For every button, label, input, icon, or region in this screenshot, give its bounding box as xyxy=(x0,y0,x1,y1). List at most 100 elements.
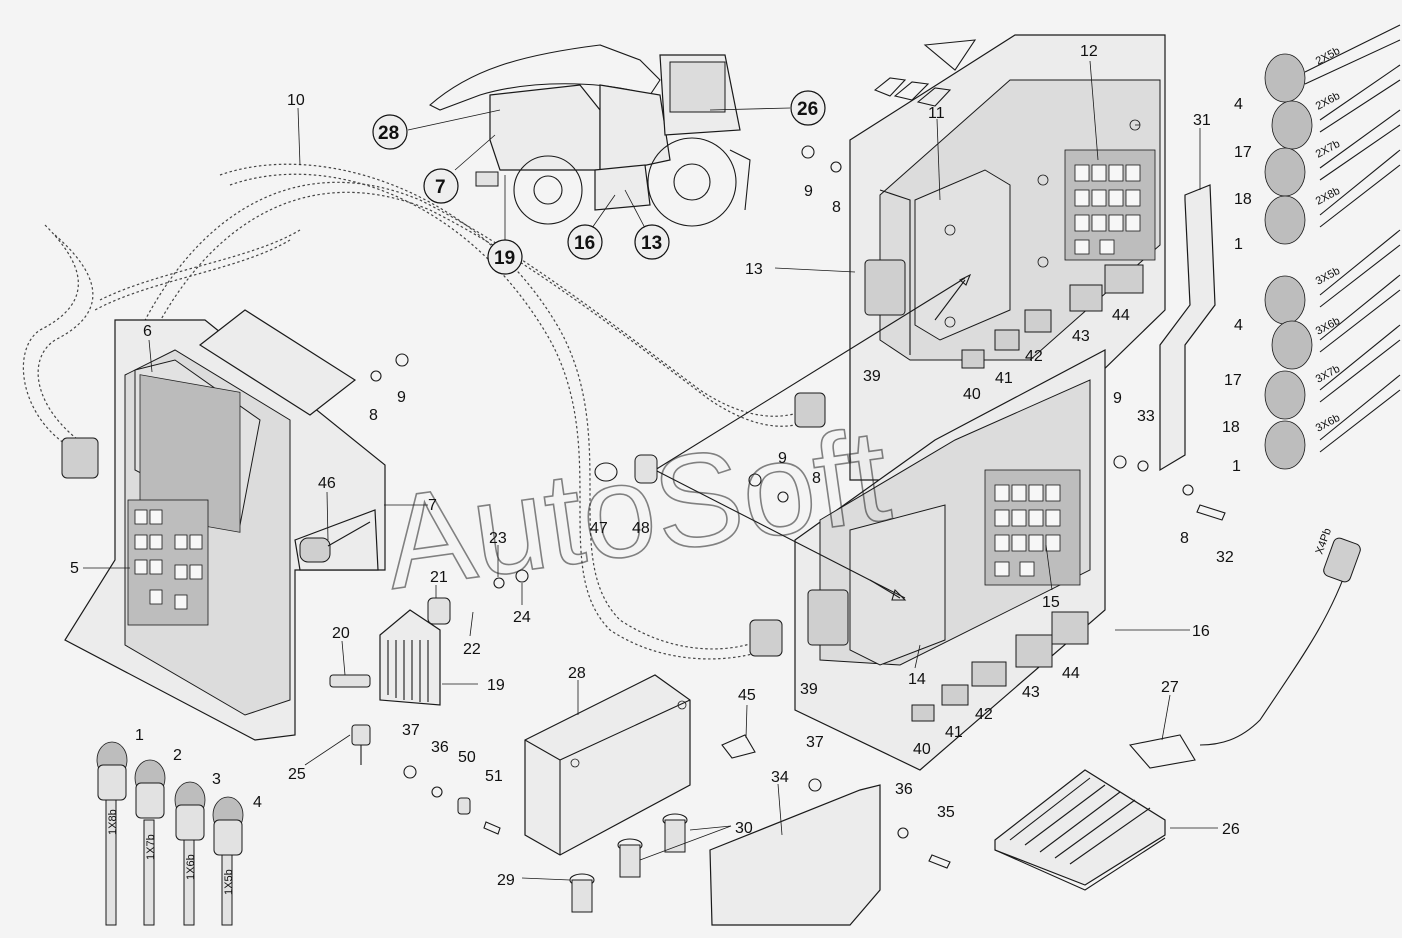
callout-36-b: 36 xyxy=(895,781,913,798)
callout-13-circled: 13 xyxy=(641,233,662,254)
module-19 xyxy=(329,597,451,706)
callout-27: 27 xyxy=(1161,679,1179,696)
tag-3x6b-2: 3X6b xyxy=(1314,412,1342,435)
callout-19: 19 xyxy=(487,677,505,694)
callout-37-b: 37 xyxy=(806,734,824,751)
module-26 xyxy=(994,769,1166,891)
harness-connector xyxy=(794,392,826,428)
harness-connector xyxy=(749,619,783,657)
callout-39-a: 39 xyxy=(863,368,881,385)
callout-17-a: 17 xyxy=(1234,144,1252,161)
wiring-harness xyxy=(22,163,819,660)
callout-20: 20 xyxy=(332,625,350,642)
callout-1-c: 1 xyxy=(135,727,144,744)
numeric-callouts: 10 6 5 46 7 8 9 9 8 11 12 13 39 40 41 42… xyxy=(70,43,1252,889)
callout-5: 5 xyxy=(70,560,79,577)
callout-26-circled: 26 xyxy=(797,99,818,120)
relay-block-15 xyxy=(994,484,1061,577)
tag-2x6b: 2X6b xyxy=(1314,90,1342,113)
callout-9-b: 9 xyxy=(804,183,813,200)
callout-25: 25 xyxy=(288,766,306,783)
bottom-left-connectors xyxy=(96,741,244,926)
cable-27 xyxy=(1128,537,1361,769)
callout-50: 50 xyxy=(458,749,476,766)
callout-11: 11 xyxy=(928,105,945,122)
direction-arrow xyxy=(873,39,977,107)
callout-46: 46 xyxy=(318,475,336,492)
connector-39-lower xyxy=(807,589,849,646)
callout-18-b: 18 xyxy=(1222,419,1240,436)
callout-34: 34 xyxy=(771,769,789,786)
callout-43-b: 43 xyxy=(1022,684,1040,701)
callout-4-c: 4 xyxy=(253,794,262,811)
callout-35: 35 xyxy=(937,804,955,821)
callout-3: 3 xyxy=(212,771,221,788)
callout-45: 45 xyxy=(738,687,756,704)
callout-18-a: 18 xyxy=(1234,191,1252,208)
callout-4-a: 4 xyxy=(1234,96,1243,113)
callout-9-c: 9 xyxy=(1113,390,1122,407)
callout-26: 26 xyxy=(1222,821,1240,838)
callout-37-a: 37 xyxy=(402,722,420,739)
callout-9-a: 9 xyxy=(397,389,406,406)
callout-48: 48 xyxy=(632,520,650,537)
callout-23: 23 xyxy=(489,530,507,547)
callout-30: 30 xyxy=(735,820,753,837)
lower-control-panel xyxy=(794,349,1106,771)
callout-41-a: 41 xyxy=(995,370,1013,387)
callout-42-b: 42 xyxy=(975,706,993,723)
bracket-34 xyxy=(709,784,881,926)
callout-6: 6 xyxy=(143,323,152,340)
callout-41-b: 41 xyxy=(945,724,963,741)
callout-12: 12 xyxy=(1080,43,1098,60)
callout-33: 33 xyxy=(1137,408,1155,425)
callout-7-circled: 7 xyxy=(435,177,446,198)
connector-39-upper xyxy=(864,259,906,316)
callout-circle-7 xyxy=(423,168,459,204)
callout-40-a: 40 xyxy=(963,386,981,403)
circled-callouts: 28 7 19 16 13 26 xyxy=(372,90,826,275)
callout-36-a: 36 xyxy=(431,739,449,756)
tag-3x7b: 3X7b xyxy=(1314,363,1342,386)
callout-8-c: 8 xyxy=(1180,530,1189,547)
callout-circle-26 xyxy=(790,90,826,126)
callout-28: 28 xyxy=(568,665,586,682)
callout-47: 47 xyxy=(590,520,608,537)
callout-51: 51 xyxy=(485,768,503,785)
callout-9-d: 9 xyxy=(778,450,787,467)
callout-1-b: 1 xyxy=(1232,458,1241,475)
callout-7: 7 xyxy=(428,497,437,514)
tag-2x8b: 2X8b xyxy=(1314,185,1342,208)
callout-39-b: 39 xyxy=(800,681,818,698)
callout-1-a: 1 xyxy=(1234,236,1243,253)
tag-1x7b: 1X7b xyxy=(145,834,157,860)
callout-29: 29 xyxy=(497,872,515,889)
tag-1x6b: 1X6b xyxy=(185,854,197,880)
callout-14: 14 xyxy=(908,671,926,688)
callout-28-circled: 28 xyxy=(378,123,399,144)
tag-1x5b: 1X5b xyxy=(223,869,235,895)
callout-8-b: 8 xyxy=(832,199,841,216)
relay-block-5 xyxy=(134,509,203,610)
tag-3x5b: 3X5b xyxy=(1314,265,1342,288)
tag-2x5b: 2X5b xyxy=(1314,45,1342,68)
callout-circle-28 xyxy=(372,114,408,150)
callout-circle-16 xyxy=(567,224,603,260)
tag-2x7b: 2X7b xyxy=(1314,138,1342,161)
callout-42-a: 42 xyxy=(1025,348,1043,365)
callout-16: 16 xyxy=(1192,623,1210,640)
callout-17-b: 17 xyxy=(1224,372,1242,389)
callout-circle-13 xyxy=(634,224,670,260)
callout-2: 2 xyxy=(173,747,182,764)
relay-block-12 xyxy=(1074,164,1141,255)
left-cabinet xyxy=(64,309,386,741)
bracket-31 xyxy=(1159,184,1216,472)
hardware-small-parts xyxy=(351,145,1226,869)
callout-13: 13 xyxy=(745,261,763,278)
callout-44-b: 44 xyxy=(1062,665,1080,682)
callout-10: 10 xyxy=(287,92,305,109)
control-box-28 xyxy=(524,674,691,913)
harvester-illustration xyxy=(429,44,751,227)
callout-43-a: 43 xyxy=(1072,328,1090,345)
